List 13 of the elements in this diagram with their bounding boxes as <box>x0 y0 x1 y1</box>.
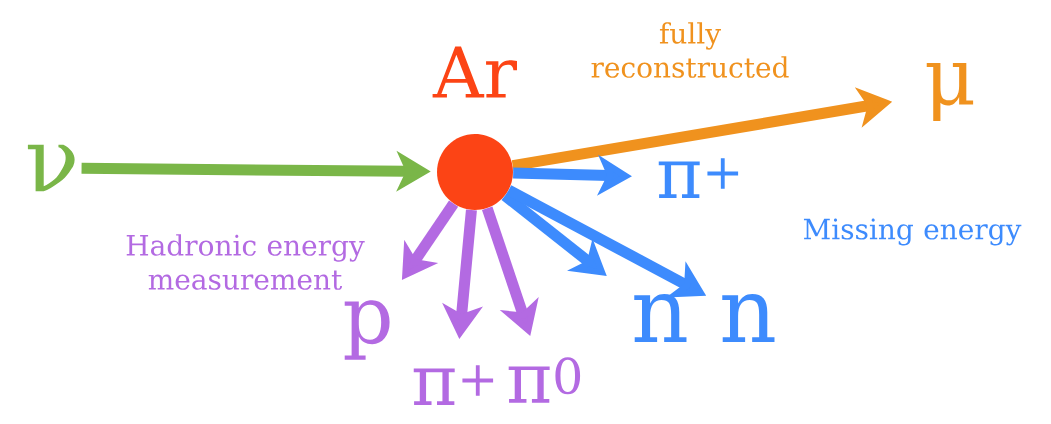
annotation: Hadronic energy measurement <box>126 234 365 290</box>
particle-symbol: π$^{+}$ <box>413 365 494 405</box>
particle-symbol: π$^{0}$ <box>508 357 581 403</box>
particle-symbol: n <box>634 294 687 342</box>
particle-symbol: π$^{+}$ <box>658 158 739 198</box>
particle-symbol: μ <box>926 62 974 122</box>
particle-symbol: ν <box>27 144 75 192</box>
nucleus-dot <box>437 134 513 210</box>
element-label: Ar <box>432 46 517 98</box>
annotation: Missing energy <box>803 218 1022 246</box>
edge-label: fully reconstructed <box>591 22 789 78</box>
particle-symbol: p <box>344 300 390 360</box>
particle-symbol: n <box>722 294 775 342</box>
